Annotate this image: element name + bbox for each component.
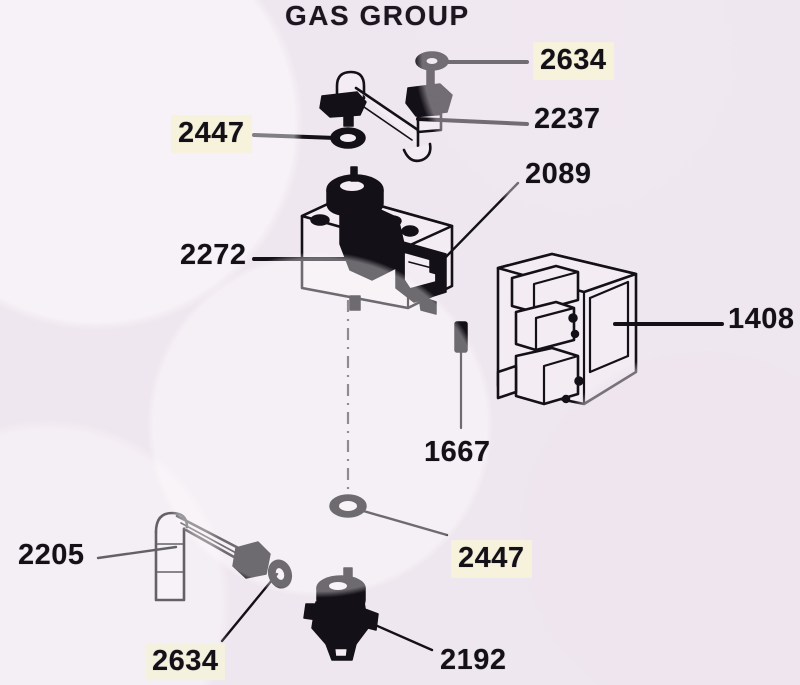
leader-2237: [416, 117, 529, 126]
part-lower-gas-cock-valve: [303, 567, 379, 661]
part-lower-gasket-washer: [267, 559, 293, 589]
part-lower-o-ring: [329, 494, 367, 518]
callout-2205[interactable]: 2205: [18, 539, 85, 571]
callout-2634-lower[interactable]: 2634: [146, 644, 225, 680]
leader-2447-lower: [358, 508, 449, 537]
page-title: GAS GROUP: [285, 0, 470, 31]
callout-2192[interactable]: 2192: [440, 644, 507, 676]
callout-1667[interactable]: 1667: [424, 436, 491, 468]
callout-2272[interactable]: 2272: [180, 239, 247, 271]
callout-2237[interactable]: 2237: [534, 103, 601, 135]
part-gas-valve-body-block: [300, 166, 454, 315]
leader-2089: [439, 181, 520, 264]
callout-2447-upper[interactable]: 2447: [172, 116, 251, 152]
callout-2089[interactable]: 2089: [525, 158, 592, 190]
part-retaining-pin-stud: [454, 321, 468, 430]
leader-2634-lower: [220, 572, 279, 643]
callout-2447-lower[interactable]: 2447: [452, 541, 531, 577]
callout-1408[interactable]: 1408: [728, 303, 795, 335]
callout-2634-upper[interactable]: 2634: [534, 43, 613, 79]
part-upper-gasket-washer: [415, 51, 449, 71]
part-upper-pipe-elbow-assembly: [319, 69, 453, 163]
leader-2192: [355, 615, 434, 652]
leader-2447-upper: [252, 133, 338, 140]
leader-lines: [96, 60, 724, 652]
leader-2205: [96, 545, 178, 560]
part-valve-coil-terminal: [429, 255, 445, 277]
part-lower-inlet-pipe-elbow: [154, 511, 271, 602]
part-control-module-box: [496, 252, 638, 406]
part-upper-o-ring: [330, 127, 366, 149]
